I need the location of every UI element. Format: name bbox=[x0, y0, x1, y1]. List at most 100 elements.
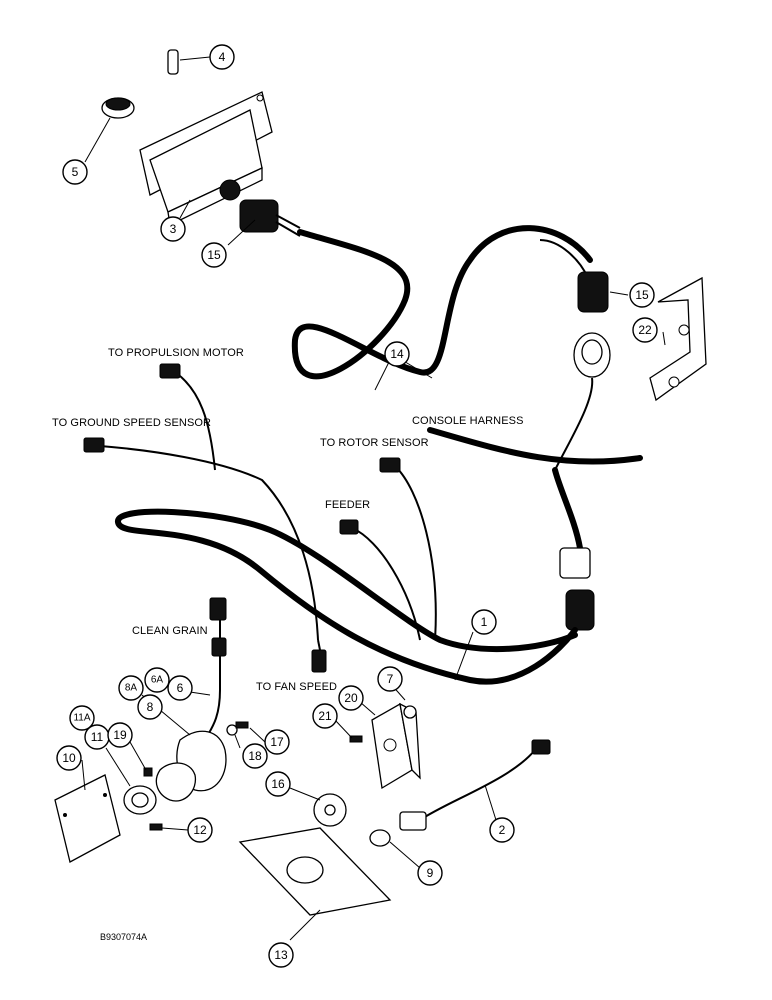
callout-6: 6 bbox=[167, 675, 193, 701]
sensor-assembly bbox=[155, 730, 227, 802]
svg-text:15: 15 bbox=[635, 288, 649, 302]
svg-text:14: 14 bbox=[390, 347, 404, 361]
connector-clean-grain-lower bbox=[211, 637, 227, 657]
wire-ground-speed bbox=[99, 445, 319, 641]
connector-15-upper bbox=[239, 199, 301, 237]
main-harness-1 bbox=[115, 508, 578, 685]
cable-14 bbox=[291, 225, 593, 380]
svg-text:4: 4 bbox=[219, 50, 226, 64]
plate-13 bbox=[238, 827, 392, 916]
callout-11: 11 bbox=[84, 724, 110, 750]
callout-15-right: 15 bbox=[629, 282, 655, 308]
callout-9: 9 bbox=[417, 860, 443, 886]
mating-connector bbox=[554, 332, 611, 471]
svg-text:20: 20 bbox=[344, 691, 358, 705]
connector-ground-speed bbox=[83, 437, 105, 453]
wire-rotor bbox=[394, 465, 437, 641]
svg-text:17: 17 bbox=[270, 735, 284, 749]
svg-text:6A: 6A bbox=[151, 675, 164, 686]
callout-3: 3 bbox=[160, 216, 186, 242]
svg-text:10: 10 bbox=[62, 751, 76, 765]
callout-21: 21 bbox=[312, 703, 338, 729]
leader-lines bbox=[81, 56, 666, 941]
connector-rotor bbox=[379, 457, 401, 473]
wire-feeder bbox=[351, 527, 421, 641]
nut-7 bbox=[403, 705, 417, 719]
bulb-part bbox=[167, 49, 179, 75]
callout-22: 22 bbox=[632, 317, 658, 343]
callout-4: 4 bbox=[209, 44, 235, 70]
callout-8: 8 bbox=[137, 694, 163, 720]
label-propulsion-motor: TO PROPULSION MOTOR bbox=[108, 347, 244, 359]
callout-2: 2 bbox=[489, 817, 515, 843]
svg-text:7: 7 bbox=[387, 672, 394, 686]
label-feeder: FEEDER bbox=[325, 499, 370, 511]
callout-12: 12 bbox=[187, 817, 213, 843]
svg-text:22: 22 bbox=[638, 323, 652, 337]
monitor-module bbox=[139, 91, 273, 226]
bracket-20 bbox=[371, 702, 421, 790]
svg-text:8A: 8A bbox=[125, 683, 138, 694]
grommet-part bbox=[101, 97, 135, 119]
harness-connector bbox=[559, 547, 595, 631]
svg-text:11A: 11A bbox=[73, 713, 90, 724]
sprocket-16 bbox=[313, 793, 347, 827]
console-harness-branch bbox=[552, 467, 583, 551]
svg-text:21: 21 bbox=[318, 709, 332, 723]
connector-clean-grain-upper bbox=[209, 597, 227, 621]
connector-propulsion bbox=[159, 363, 181, 379]
svg-text:5: 5 bbox=[72, 165, 79, 179]
label-fan-speed: TO FAN SPEED bbox=[256, 681, 337, 693]
nut-9 bbox=[369, 829, 391, 847]
label-ground-speed-sensor: TO GROUND SPEED SENSOR bbox=[52, 417, 211, 429]
callout-15-upper: 15 bbox=[201, 242, 227, 268]
figure-reference: B9307074A bbox=[100, 932, 147, 942]
label-rotor-sensor: TO ROTOR SENSOR bbox=[320, 437, 429, 449]
screw-12 bbox=[149, 823, 163, 831]
callout-14: 14 bbox=[384, 341, 410, 367]
bolt-21 bbox=[349, 735, 363, 743]
svg-text:18: 18 bbox=[248, 749, 262, 763]
wire-propulsion bbox=[174, 371, 216, 471]
bolt-17 bbox=[235, 721, 249, 729]
bearing-11 bbox=[123, 785, 157, 815]
setscrew-19 bbox=[143, 767, 153, 777]
svg-text:13: 13 bbox=[274, 948, 288, 962]
label-console-harness: CONSOLE HARNESS bbox=[412, 415, 524, 427]
callout-18: 18 bbox=[242, 743, 268, 769]
speed-sensor-2 bbox=[399, 739, 551, 831]
callout-11a: 11A bbox=[69, 705, 95, 731]
callout-6a: 6A bbox=[144, 667, 170, 693]
callout-20: 20 bbox=[338, 685, 364, 711]
connector-fan bbox=[311, 649, 327, 673]
svg-text:6: 6 bbox=[177, 681, 184, 695]
svg-text:19: 19 bbox=[113, 728, 127, 742]
svg-text:9: 9 bbox=[427, 866, 434, 880]
console-harness bbox=[427, 427, 643, 465]
callout-17: 17 bbox=[264, 729, 290, 755]
svg-text:12: 12 bbox=[193, 823, 207, 837]
svg-text:16: 16 bbox=[271, 777, 285, 791]
callout-8a: 8A bbox=[118, 675, 144, 701]
wire-clean-grain bbox=[204, 600, 221, 741]
bracket-22 bbox=[649, 276, 707, 402]
connector-15-right bbox=[539, 239, 609, 313]
callout-5: 5 bbox=[62, 159, 88, 185]
svg-text:1: 1 bbox=[481, 615, 488, 629]
svg-text:2: 2 bbox=[499, 823, 506, 837]
callout-1: 1 bbox=[471, 609, 497, 635]
nut-18 bbox=[226, 724, 238, 736]
callout-16: 16 bbox=[265, 771, 291, 797]
svg-text:15: 15 bbox=[207, 248, 221, 262]
callout-10: 10 bbox=[56, 745, 82, 771]
callout-19: 19 bbox=[107, 722, 133, 748]
callout-13: 13 bbox=[268, 942, 294, 968]
connector-feeder bbox=[339, 519, 359, 535]
svg-text:8: 8 bbox=[147, 700, 154, 714]
svg-text:11: 11 bbox=[91, 730, 104, 744]
label-clean-grain: CLEAN GRAIN bbox=[132, 625, 208, 637]
plate-10 bbox=[54, 774, 121, 863]
svg-text:3: 3 bbox=[170, 222, 177, 236]
